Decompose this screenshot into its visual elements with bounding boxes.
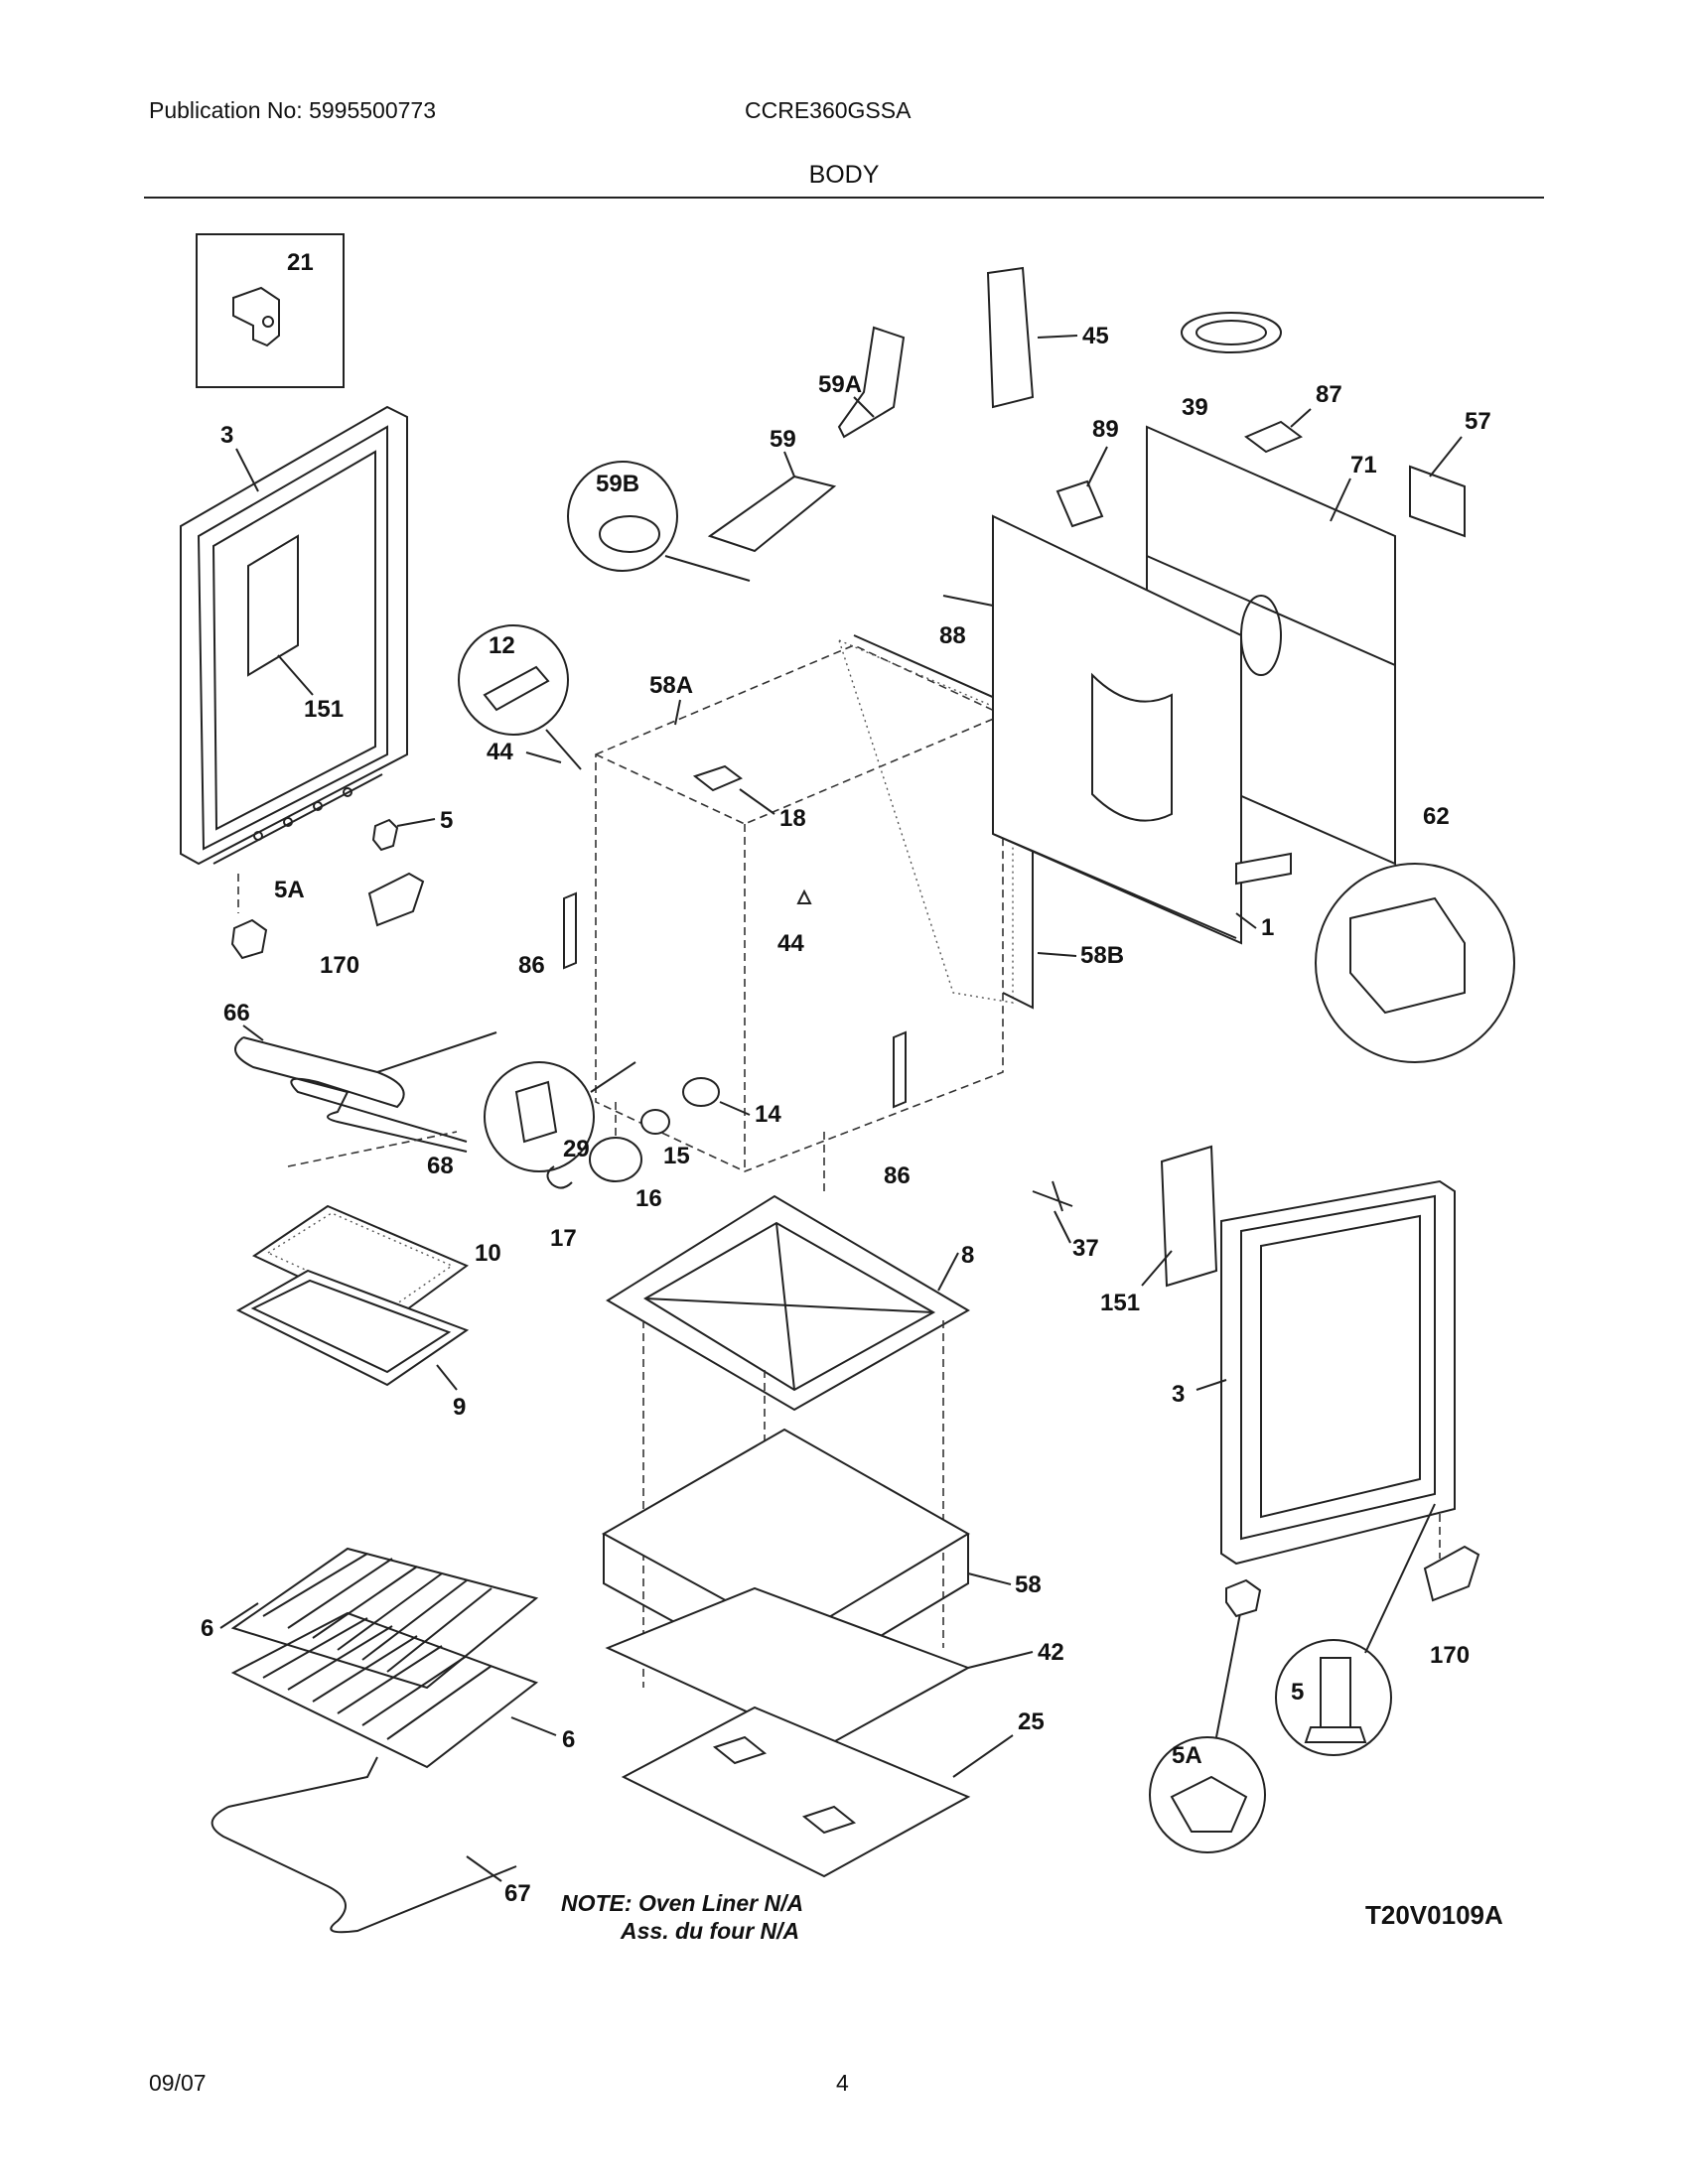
label-39: 39 (1182, 394, 1208, 421)
bottom-panel-25 (621, 1706, 971, 1878)
hinge-170-left (367, 872, 425, 927)
label-6-lower: 6 (562, 1726, 575, 1753)
label-66: 66 (223, 1000, 250, 1026)
hinge-170-right (1423, 1545, 1480, 1602)
duct-59 (707, 475, 837, 553)
label-62: 62 (1423, 803, 1450, 830)
part-59B-circle (567, 461, 678, 572)
label-59A: 59A (818, 371, 862, 398)
part-21-inset (196, 233, 345, 388)
note-line-1: NOTE: Oven Liner N/A (561, 1890, 803, 1916)
label-68: 68 (427, 1153, 454, 1179)
label-67: 67 (504, 1880, 531, 1907)
label-170-left: 170 (320, 952, 359, 979)
lamp-bulb-15 (640, 1109, 670, 1135)
leveler-5-left (371, 818, 399, 852)
label-59B: 59B (596, 471, 639, 497)
label-14: 14 (755, 1101, 781, 1128)
part-37 (1032, 1180, 1073, 1212)
part-57 (1409, 465, 1466, 538)
label-71: 71 (1350, 452, 1377, 478)
label-59: 59 (770, 426, 796, 453)
header-divider (144, 197, 1544, 199)
bracket-86-left (563, 891, 577, 970)
oven-rack-upper (230, 1547, 539, 1690)
label-3-left: 3 (220, 422, 233, 449)
oven-bottom-8 (606, 1194, 970, 1412)
label-25: 25 (1018, 1708, 1045, 1735)
label-5A-right: 5A (1172, 1742, 1202, 1769)
section-title: BODY (808, 161, 880, 189)
label-58B: 58B (1080, 942, 1124, 969)
broil-element-66 (234, 1036, 468, 1153)
main-back-panel-1 (992, 514, 1242, 945)
broil-pan-9 (235, 1269, 470, 1387)
power-cord-39 (1181, 312, 1282, 353)
diagram-code: T20V0109A (1365, 1900, 1503, 1930)
hinge-5A-left (230, 918, 268, 960)
oven-rack-lower (230, 1611, 539, 1769)
label-5-left: 5 (440, 807, 453, 834)
insulation-58B (853, 634, 1034, 1010)
label-86-right: 86 (884, 1162, 911, 1189)
bracket-86-right (893, 1030, 907, 1109)
label-18: 18 (779, 805, 806, 832)
label-58: 58 (1015, 1571, 1042, 1598)
part-45 (986, 266, 1035, 409)
note-line-2: Ass. du four N/A (620, 1918, 799, 1944)
bake-element-67 (211, 1756, 517, 1934)
label-151-left: 151 (304, 696, 344, 723)
label-10: 10 (475, 1240, 501, 1267)
label-170-right: 170 (1430, 1642, 1470, 1669)
part-87 (1244, 420, 1303, 454)
publication-number: Publication No: 5995500773 (149, 97, 437, 123)
label-45: 45 (1082, 323, 1109, 349)
lamp-socket-14 (682, 1077, 720, 1107)
label-37: 37 (1072, 1235, 1099, 1262)
label-89: 89 (1092, 416, 1119, 443)
footer-date: 09/07 (149, 2070, 207, 2096)
part-29-circle (484, 1061, 595, 1172)
label-8: 8 (961, 1242, 974, 1269)
page-number: 4 (836, 2070, 849, 2096)
label-21: 21 (287, 249, 314, 276)
label-29: 29 (563, 1136, 590, 1162)
label-15: 15 (663, 1143, 690, 1169)
label-5-right: 5 (1291, 1679, 1304, 1706)
label-86-left: 86 (518, 952, 545, 979)
wire-clip-17 (546, 1165, 573, 1189)
terminal-block-62-circle (1315, 863, 1515, 1063)
right-oven-door (1220, 1179, 1456, 1566)
label-5A-left: 5A (274, 877, 305, 903)
label-151-right: 151 (1100, 1290, 1140, 1316)
label-12: 12 (489, 632, 515, 659)
bracket-89 (1055, 479, 1104, 528)
label-87: 87 (1316, 381, 1342, 408)
label-88: 88 (939, 622, 966, 649)
label-17: 17 (550, 1225, 577, 1252)
left-oven-door (180, 405, 408, 866)
hinge-5A-circle (1149, 1736, 1266, 1853)
lamp-cover-16 (589, 1137, 642, 1182)
label-42: 42 (1038, 1639, 1064, 1666)
part-18 (692, 764, 743, 792)
part-12-circle (458, 624, 569, 736)
label-58A: 58A (649, 672, 693, 699)
label-1: 1 (1261, 914, 1274, 941)
label-16: 16 (635, 1185, 662, 1212)
label-57: 57 (1465, 408, 1491, 435)
model-number: CCRE360GSSA (745, 97, 912, 123)
label-9: 9 (453, 1394, 466, 1421)
label-44-right: 44 (777, 930, 804, 957)
label-44-left: 44 (487, 739, 513, 765)
label-3-right: 3 (1172, 1381, 1185, 1408)
leveler-5-circle (1275, 1639, 1392, 1756)
duct-59A (837, 326, 906, 439)
bracket-151-right (1160, 1145, 1218, 1288)
label-6-upper: 6 (201, 1615, 213, 1642)
